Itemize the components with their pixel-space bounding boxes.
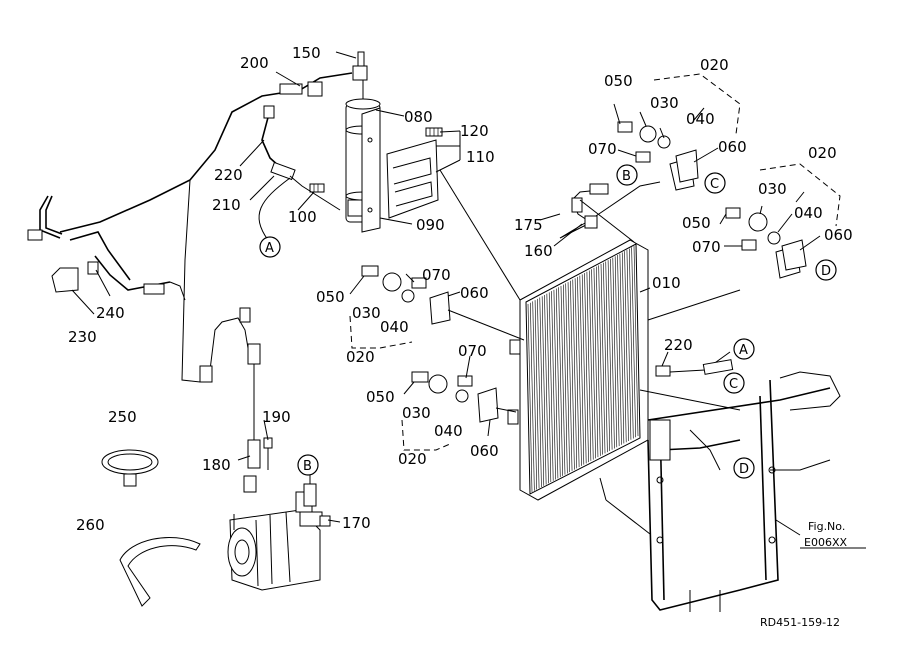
callout-060-right: 060 [824, 226, 853, 244]
callout-010: 010 [652, 274, 681, 292]
pipe-220-right [655, 351, 734, 377]
clamp-260 [119, 537, 201, 607]
callout-240: 240 [96, 304, 125, 322]
condenser-frame [647, 371, 841, 612]
fitting-group-upper [617, 121, 699, 191]
fitting-group-lower [411, 371, 499, 423]
callout-050-lower: 050 [366, 388, 395, 406]
callout-020-upper: 020 [700, 56, 729, 74]
callout-110: 110 [466, 148, 495, 166]
hose-180-190 [243, 437, 273, 493]
callout-040-upper: 040 [686, 110, 715, 128]
marker-D-top-letter: D [821, 264, 831, 279]
cable-tie-250 [101, 449, 159, 487]
callout-060-upper: 060 [718, 138, 747, 156]
bolt-120 [425, 127, 443, 137]
callout-030-lower: 030 [402, 404, 431, 422]
hose-200 [59, 72, 353, 233]
callout-070-middle: 070 [422, 266, 451, 284]
marker-B-bottom-letter: B [303, 459, 312, 474]
marker-C-top-letter: C [710, 177, 719, 192]
callout-150: 150 [292, 44, 321, 62]
callout-050-right: 050 [682, 214, 711, 232]
callout-070-lower: 070 [458, 342, 487, 360]
callout-020-right: 020 [808, 144, 837, 162]
callout-030-upper: 030 [650, 94, 679, 112]
callout-060-middle: 060 [460, 284, 489, 302]
callout-190: 190 [262, 408, 291, 426]
callout-080: 080 [404, 108, 433, 126]
marker-A-left: A [259, 236, 281, 258]
fitting-group-right [725, 207, 807, 279]
marker-B-top: B [616, 164, 638, 186]
callout-100: 100 [288, 208, 317, 226]
callout-070-right: 070 [692, 238, 721, 256]
group-brackets [349, 73, 841, 451]
callout-090: 090 [416, 216, 445, 234]
callout-220-right: 220 [664, 336, 693, 354]
marker-C-right-letter: C [729, 377, 738, 392]
callout-230: 230 [68, 328, 97, 346]
drawing-code: RD451-159-12 [760, 616, 840, 629]
callout-020-lower: 020 [398, 450, 427, 468]
marker-A-right: A [733, 338, 755, 360]
callout-250: 250 [108, 408, 137, 426]
callout-180: 180 [202, 456, 231, 474]
bracket-plate [386, 139, 439, 219]
callout-120: 120 [460, 122, 489, 140]
callout-040-middle: 040 [380, 318, 409, 336]
guide-lines [439, 169, 741, 535]
marker-A-right-letter: A [739, 343, 748, 358]
marker-D-right: D [733, 457, 755, 479]
condenser-pipes [559, 181, 661, 239]
drier-mounting-bracket [361, 107, 381, 233]
hose-230-240 [27, 195, 171, 295]
condenser-brackets [507, 339, 521, 425]
marker-B-bottom: B [297, 454, 319, 476]
callout-040-right: 040 [794, 204, 823, 222]
marker-B-top-letter: B [622, 169, 631, 184]
condenser-fins [527, 245, 639, 493]
callout-200: 200 [240, 54, 269, 72]
marker-D-right-letter: D [739, 462, 749, 477]
callout-170: 170 [342, 514, 371, 532]
callout-050-upper: 050 [604, 72, 633, 90]
fitting-group-middle [361, 265, 451, 325]
figure-number-label: Fig.No. [808, 520, 845, 533]
callout-050-middle: 050 [316, 288, 345, 306]
callout-030-right: 030 [758, 180, 787, 198]
callout-220: 220 [214, 166, 243, 184]
callout-175: 175 [514, 216, 543, 234]
callout-260: 260 [76, 516, 105, 534]
callout-040-lower: 040 [434, 422, 463, 440]
hose-170 [303, 470, 331, 527]
callout-060-lower: 060 [470, 442, 499, 460]
marker-C-top: C [704, 172, 726, 194]
marker-C-right: C [723, 372, 745, 394]
marker-A-left-letter: A [265, 241, 274, 256]
figure-number: E006XX [804, 536, 847, 549]
marker-D-top: D [815, 259, 837, 281]
callout-020-middle: 020 [346, 348, 375, 366]
bolt-100 [309, 183, 325, 193]
callout-070-upper: 070 [588, 140, 617, 158]
callout-160: 160 [524, 242, 553, 260]
hose-210 [258, 105, 341, 241]
callout-210: 210 [212, 196, 241, 214]
callout-030-middle: 030 [352, 304, 381, 322]
refrigerant-line-to-compressor [169, 179, 261, 440]
compressor [227, 491, 323, 591]
